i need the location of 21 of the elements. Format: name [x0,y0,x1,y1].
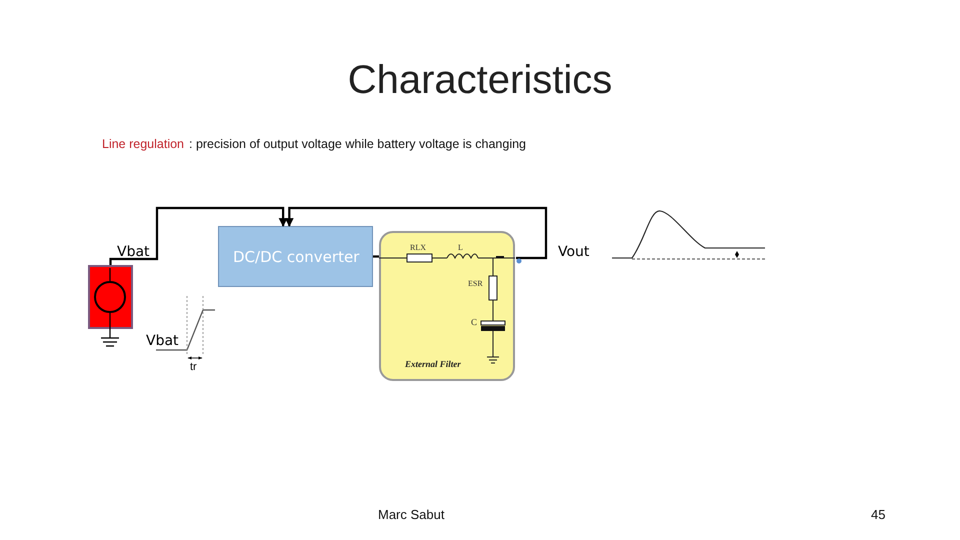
footer-author: Marc Sabut [378,508,444,521]
component-label: ESR [468,280,483,288]
wire-connector [373,255,379,258]
vbat-label: Vbat [146,334,179,348]
page-number: 45 [871,508,886,521]
component-label: RLX [410,244,426,252]
rise-time-label: tr [190,362,197,373]
heading-text: : precision of output voltage while battery voltage is changing [189,138,526,150]
filter-box [379,231,515,381]
converter-box [218,226,373,287]
wire-connector [284,206,548,260]
heading-term: Line regulation [102,138,184,150]
wire-connector [109,206,288,265]
component-label: C [471,318,478,327]
converter-label: DC/DC converter [233,248,360,266]
component-label: L [458,244,463,252]
battery-source [88,265,133,329]
vout-label: Vout [558,245,590,259]
slide-title: Characteristics [346,60,614,100]
vbat-label: Vbat [117,245,150,259]
filter-title: External Filter [405,359,461,369]
